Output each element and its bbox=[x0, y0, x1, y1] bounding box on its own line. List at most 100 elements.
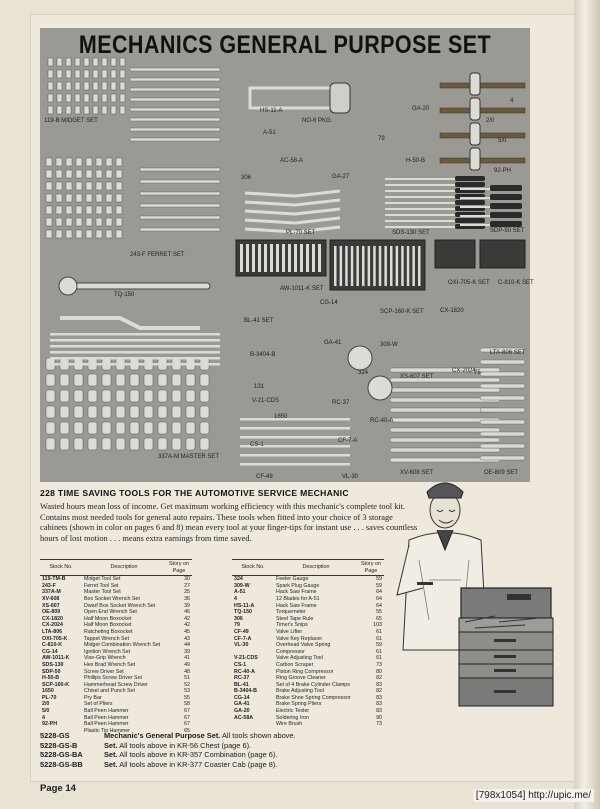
table-cell-no: 27 bbox=[184, 582, 190, 589]
socket-shape bbox=[47, 105, 54, 115]
tool-label: BL-41 SET bbox=[244, 318, 274, 324]
table-cell-no: 43 bbox=[184, 635, 190, 642]
socket-shape bbox=[55, 205, 63, 215]
socket-shape bbox=[85, 181, 93, 191]
pliers-shape bbox=[244, 198, 341, 207]
wrench-shape bbox=[276, 244, 279, 272]
socket-shape bbox=[101, 437, 112, 451]
table-cell-no: 36 bbox=[184, 595, 190, 602]
table-cell-stock: C-810-K bbox=[42, 642, 63, 649]
tool-label: H-50-B bbox=[406, 158, 426, 164]
socket-shape bbox=[95, 229, 103, 239]
table-cell-no: 83 bbox=[376, 694, 382, 701]
wrench-shape bbox=[312, 244, 315, 272]
combo-wrench-shape bbox=[389, 387, 501, 393]
page-number: Page 14 bbox=[40, 783, 76, 794]
socket-shape bbox=[143, 405, 154, 419]
table-cell-desc: Master Tool Set bbox=[84, 589, 121, 596]
socket-shape bbox=[75, 181, 83, 191]
bar-shape bbox=[139, 167, 221, 172]
screwdriver-shaft-shape bbox=[460, 188, 490, 190]
socket-shape bbox=[95, 217, 103, 227]
socket-shape bbox=[59, 389, 70, 403]
socket-shape bbox=[115, 437, 126, 451]
socket-shape bbox=[115, 169, 123, 179]
socket-shape bbox=[115, 373, 126, 387]
table-cell-stock: CS-1 bbox=[234, 661, 247, 668]
socket-shape bbox=[92, 105, 99, 115]
table-cell-desc: Soldering Iron bbox=[276, 714, 309, 721]
socket-shape bbox=[75, 217, 83, 227]
tool-label: XS-607 SET bbox=[400, 374, 434, 380]
table-cell-stock: PL-70 bbox=[42, 694, 57, 701]
col-description: Description bbox=[274, 558, 358, 577]
tool-label: HS-11-A bbox=[260, 108, 283, 114]
table-cell-desc: Ratcheting Boxocket bbox=[84, 628, 133, 635]
open-end-wrench-shape bbox=[479, 395, 526, 401]
table-cell-no: 61 bbox=[376, 655, 382, 662]
table-cell-desc: Brake Adjusting Tool bbox=[276, 688, 324, 695]
socket-shape bbox=[75, 229, 83, 239]
socket-shape bbox=[65, 229, 73, 239]
socket-shape bbox=[143, 389, 154, 403]
table-cell-no: 41 bbox=[184, 655, 190, 662]
table-cell-stock: XV-608 bbox=[42, 595, 60, 602]
socket-shape bbox=[101, 57, 108, 67]
tool-label: 324 bbox=[358, 370, 369, 376]
socket-shape bbox=[157, 437, 168, 451]
table-cell-stock: SCP-160-K bbox=[42, 681, 70, 688]
tool-label: 119-B MIDGET SET bbox=[44, 118, 98, 124]
socket-shape bbox=[129, 389, 140, 403]
table-cell-stock: GA-41 bbox=[234, 701, 250, 708]
tool-label: PL-70 SET bbox=[286, 230, 316, 236]
pliers-shape bbox=[244, 207, 341, 216]
bar-shape bbox=[139, 179, 221, 184]
hacksaw-shape bbox=[248, 86, 342, 110]
col-stock: Stock No. bbox=[40, 558, 82, 577]
table-cell-no: 90 bbox=[376, 714, 382, 721]
table-cell-no: 55 bbox=[376, 609, 382, 616]
bar-shape bbox=[50, 333, 220, 336]
socket-shape bbox=[110, 105, 117, 115]
table-cell-no: 64 bbox=[376, 602, 382, 609]
table-cell-no: 73 bbox=[376, 661, 382, 668]
socket-shape bbox=[110, 69, 117, 79]
socket-shape bbox=[45, 181, 53, 191]
socket-shape bbox=[143, 373, 154, 387]
socket-shape bbox=[171, 437, 182, 451]
table-cell-desc: Pry Bar bbox=[84, 694, 102, 701]
socket-shape bbox=[115, 217, 123, 227]
table-cell-desc: Overhead Valve Spring bbox=[276, 642, 331, 649]
socket-shape bbox=[95, 157, 103, 167]
table-cell-no: 67 bbox=[184, 708, 190, 715]
socket-shape bbox=[101, 93, 108, 103]
gauge-shape bbox=[347, 345, 373, 371]
table-cell-no: 53 bbox=[184, 688, 190, 695]
tool-label: CS-1 bbox=[250, 442, 264, 448]
socket-shape bbox=[47, 93, 54, 103]
socket-shape bbox=[56, 69, 63, 79]
bar-shape bbox=[50, 339, 220, 342]
wrench-shape bbox=[345, 246, 348, 286]
table-cell-stock: 306 bbox=[234, 615, 243, 622]
tool-label: A-51 bbox=[263, 130, 276, 136]
screwdriver-shaft-shape bbox=[385, 202, 455, 204]
table-cell-desc: Valve Adjusting Tool bbox=[276, 655, 323, 662]
socket-shape bbox=[85, 193, 93, 203]
set-text: All tools shown above. bbox=[220, 731, 296, 740]
socket-shape bbox=[75, 205, 83, 215]
